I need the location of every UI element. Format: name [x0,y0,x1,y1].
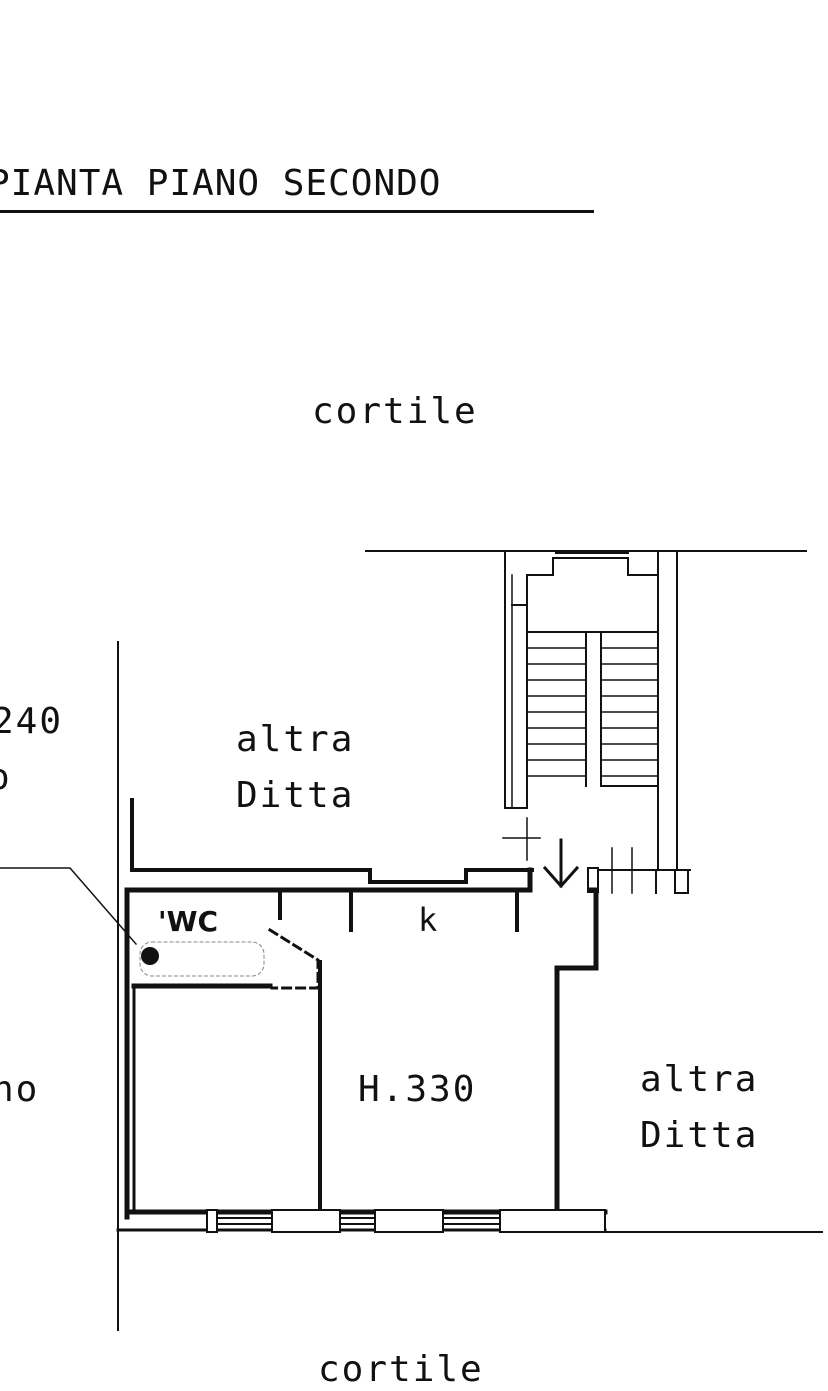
label-other-company-upper-1: altra [236,719,355,760]
wc-door-swing [267,927,320,990]
label-left-partial-3: no [0,1072,40,1108]
label-kitchen: k [418,901,438,939]
label-courtyard-top: cortile [312,391,478,432]
label-courtyard-bottom: cortile [318,1349,484,1390]
facade-windows [206,1209,606,1233]
label-left-partial-1: 240 [0,701,64,742]
upper-partition-wall [130,798,534,884]
label-wc: 'WC [158,905,219,938]
leader-line [0,867,138,946]
plan-title: PIANTA PIANO SECONDO [0,163,442,204]
stairwell [502,550,691,894]
label-left-partial-2: o [0,760,12,796]
label-ceiling-height: H.330 [358,1069,477,1110]
label-other-company-upper-2: Ditta [236,775,355,816]
label-other-company-right-1: altra [640,1059,759,1100]
label-other-company-right-2: Ditta [640,1115,759,1156]
entry-arrow-icon [542,838,580,889]
bathtub-icon [139,941,265,977]
title-underline [0,210,594,213]
